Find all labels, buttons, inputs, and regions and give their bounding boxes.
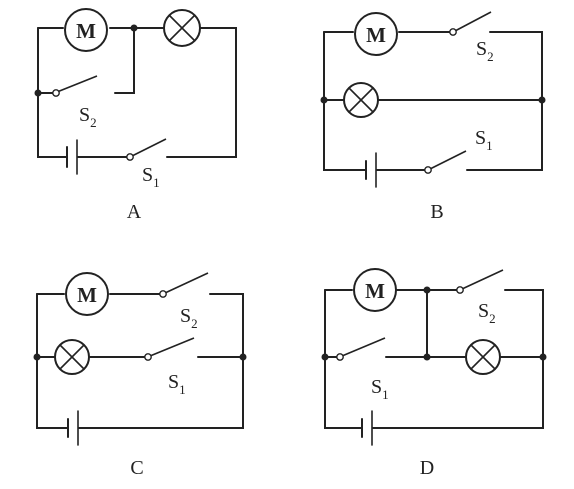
switch-s2-label: S2 <box>476 38 494 64</box>
switch-s1-label: S1 <box>475 127 493 153</box>
junction-node <box>539 353 547 361</box>
motor-symbol: M <box>65 272 109 316</box>
battery-symbol <box>361 410 373 446</box>
wire <box>36 293 68 429</box>
switch-s1-label: S1 <box>168 371 186 397</box>
wire <box>323 31 428 171</box>
switch-s1 <box>424 150 467 174</box>
battery-symbol <box>66 139 78 175</box>
junction-node <box>321 353 329 361</box>
junction-node <box>423 286 431 294</box>
lamp-symbol <box>343 82 379 118</box>
switch-s2 <box>456 269 504 294</box>
junction-node <box>33 353 41 361</box>
battery-symbol <box>67 410 79 446</box>
circuit-panel-b: M S2 S1 B <box>320 11 546 223</box>
junction-node <box>34 89 42 97</box>
switch-s1 <box>144 337 195 361</box>
motor-symbol: M <box>64 8 108 52</box>
motor-label: M <box>77 283 97 307</box>
junction-node <box>130 24 138 32</box>
junction-node <box>538 96 546 104</box>
switch-s1 <box>126 138 167 161</box>
switch-s2-label: S2 <box>478 300 496 326</box>
wire <box>37 27 237 158</box>
panel-caption-b: B <box>430 201 443 223</box>
motor-symbol: M <box>354 12 398 56</box>
battery-symbol <box>365 152 377 188</box>
junction-node <box>320 96 328 104</box>
wire <box>36 293 244 429</box>
switch-s2 <box>37 75 98 97</box>
panel-caption-a: A <box>127 201 142 223</box>
wire <box>114 27 135 94</box>
wire <box>324 289 544 429</box>
switch-s2 <box>159 272 209 298</box>
switch-s2-label: S2 <box>180 305 198 331</box>
wire <box>324 289 362 429</box>
switch-s1 <box>336 337 386 361</box>
circuit-panel-a: M S2 S1 A <box>34 8 237 223</box>
switch-s1-label: S1 <box>371 376 389 402</box>
switch-s2 <box>449 11 492 36</box>
junction-node <box>239 353 247 361</box>
lamp-symbol <box>163 9 201 47</box>
lamp-symbol <box>465 339 501 375</box>
wire <box>37 27 130 158</box>
circuit-panel-c: M S2 S1 C <box>33 272 247 479</box>
motor-label: M <box>76 19 96 43</box>
lamp-symbol <box>54 339 90 375</box>
panel-caption-d: D <box>420 457 434 479</box>
switch-s2-label: S2 <box>79 104 97 130</box>
motor-symbol: M <box>353 268 397 312</box>
motor-label: M <box>365 279 385 303</box>
motor-label: M <box>366 23 386 47</box>
junction-node <box>423 353 431 361</box>
switch-s1-label: S1 <box>142 164 160 190</box>
circuit-panel-d: M S2 S1 D <box>321 268 547 479</box>
panel-caption-c: C <box>130 457 143 479</box>
